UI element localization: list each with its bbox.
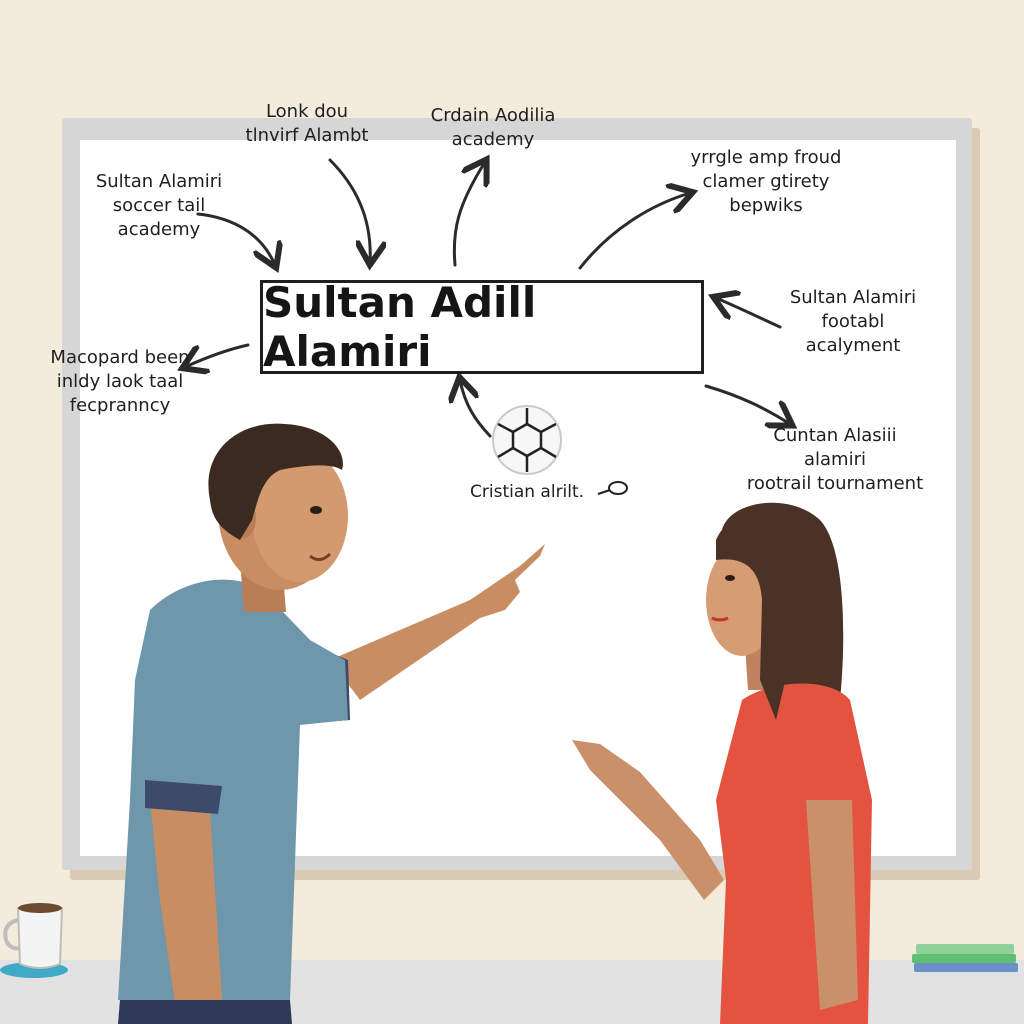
arrow-7 xyxy=(704,384,790,424)
arrow-4 xyxy=(196,212,275,265)
arrow-5 xyxy=(716,298,782,329)
arrow-8 xyxy=(460,380,492,438)
arrow-6 xyxy=(185,343,250,367)
mindmap-note: Sultan Alamiri footabl acalyment xyxy=(789,287,917,356)
arrow-1 xyxy=(328,158,370,262)
mindmap-note: Crdain Aodilia academy xyxy=(430,105,556,150)
arrow-3 xyxy=(578,193,690,270)
mindmap-note: Lonk dou tlnvirf Alambt xyxy=(245,101,369,146)
mindmap-note: Cuntan Alasiii alamiri rootrail tourname… xyxy=(746,425,924,494)
ball-caption: Cristian alrilt. xyxy=(470,482,585,502)
mindmap-note: yrrgle amp froud clamer gtirety bepwiks xyxy=(690,147,842,216)
mindmap-note: Sultan Alamiri soccer tail academy xyxy=(95,171,223,240)
mindmap-note: Macopard been inldy laok taal fecpranncy xyxy=(50,347,190,416)
arrow-2 xyxy=(452,162,485,267)
mindmap-center-title: Sultan Adill Alamiri xyxy=(260,278,704,376)
